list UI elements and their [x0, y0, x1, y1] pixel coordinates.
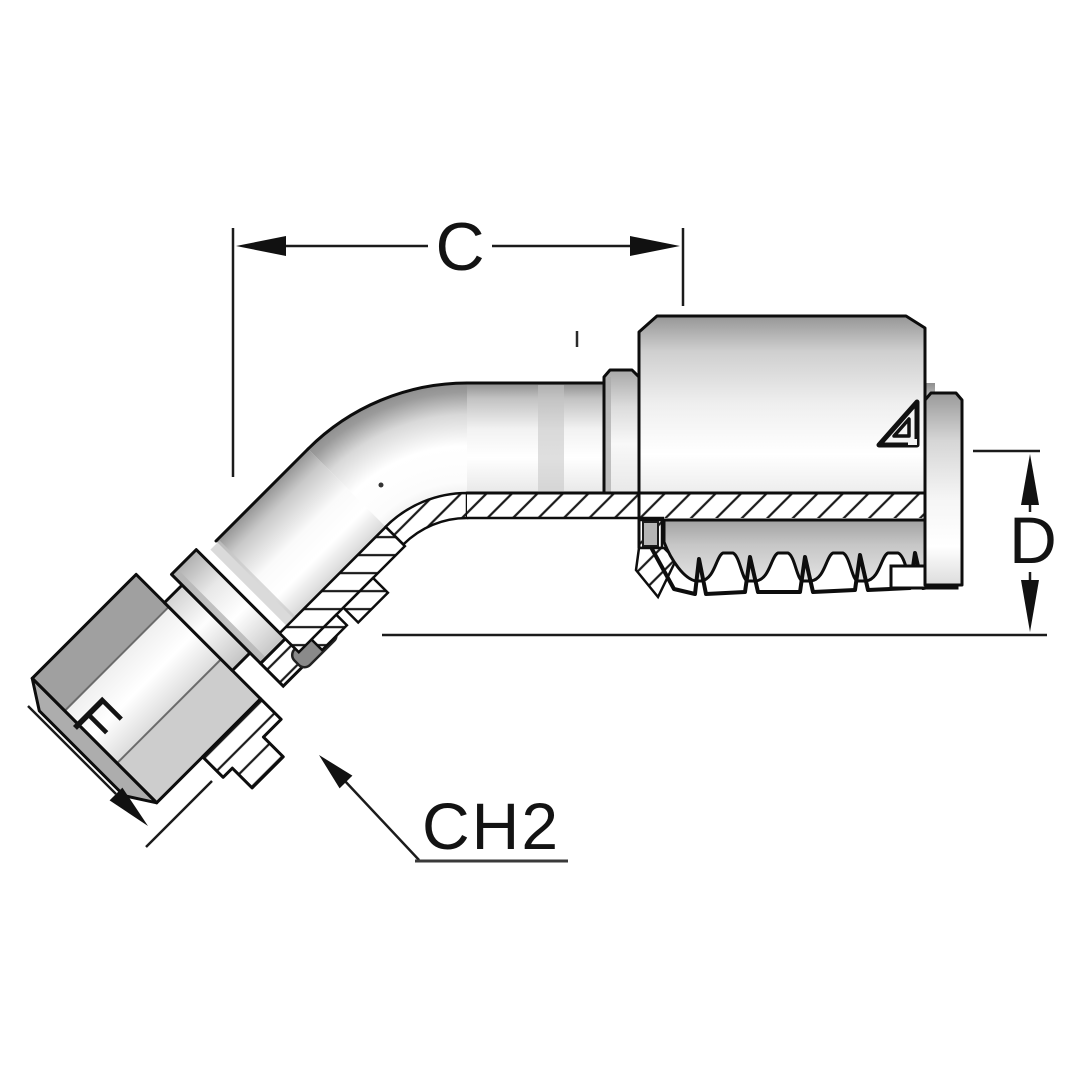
wall-step-bump-1 — [309, 612, 349, 652]
logo-inner-triangle — [892, 417, 911, 438]
wall-step-bump-2 — [341, 576, 390, 625]
center-mark-dot — [378, 482, 384, 488]
dimension-c: C — [231, 209, 685, 477]
dimension-c-label: C — [435, 209, 484, 285]
section-nut-cut — [201, 525, 407, 790]
horizontal-wall-section-strip — [467, 493, 925, 518]
hex-facet-line-upper — [64, 606, 170, 712]
hex-facet-front — [64, 606, 222, 764]
crimp-shell-group — [602, 314, 964, 590]
tube-shading-band — [538, 385, 564, 491]
d-arrowhead-down — [1021, 580, 1039, 632]
dimension-ch2: CH2 — [319, 755, 568, 863]
f-extension-tick — [145, 780, 213, 848]
c-arrowhead-right — [630, 236, 680, 256]
dimension-ch2-label: CH2 — [422, 789, 560, 863]
shell-edge-block — [642, 521, 659, 547]
hex-nut — [30, 572, 263, 805]
ferrule-edge-shading — [604, 377, 611, 493]
c-arrowhead-left — [236, 236, 286, 256]
f-arrowhead — [109, 787, 148, 826]
swivel-collar — [171, 549, 286, 664]
nut-barrel — [164, 585, 250, 671]
tube-diagonal-run — [216, 449, 386, 619]
dimension-d-label: D — [1009, 503, 1057, 577]
d-arrowhead-up — [1021, 454, 1039, 505]
hex-facet-bottom — [117, 659, 261, 803]
logo-notch — [908, 439, 917, 445]
dimension-d: D — [382, 449, 1057, 637]
section-cut-horizontal — [383, 491, 936, 600]
nut-section-steps — [201, 697, 285, 790]
swivel-nut-assembly — [30, 525, 407, 805]
tube-upper-edge-diagonal — [214, 447, 310, 543]
hex-facet-line-lower — [116, 658, 222, 764]
crimp-shell — [639, 316, 925, 493]
swivel-collar-accent — [171, 568, 267, 664]
f-dim-line — [27, 705, 117, 795]
crimp-lobes — [662, 518, 935, 585]
hose-stub-outline — [923, 391, 964, 587]
hose-stub — [925, 393, 962, 585]
hex-facet-top — [32, 574, 169, 711]
ch2-leader-line — [343, 779, 420, 861]
tube-streak — [210, 540, 296, 627]
ferrule-step — [604, 370, 639, 493]
tube-bend-outer-edge — [306, 381, 469, 451]
ch2-arrowhead — [319, 755, 353, 789]
manufacturer-logo-icon — [876, 399, 920, 448]
fitting-drawing — [30, 314, 964, 805]
